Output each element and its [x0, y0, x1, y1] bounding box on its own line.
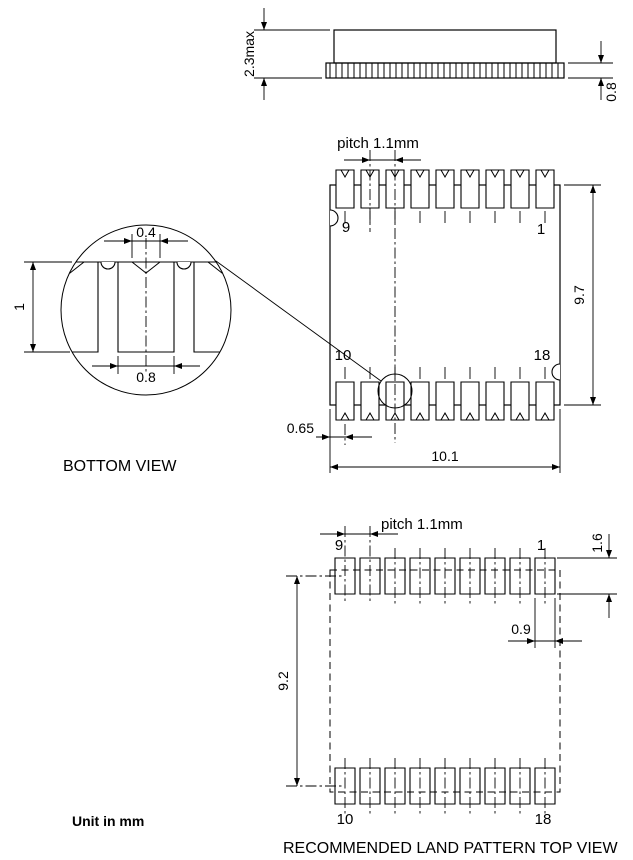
dim-pad-height: 1.6 [557, 533, 617, 618]
dim-body-height: 9.7 [564, 184, 601, 406]
detail-callout-circle [377, 373, 413, 409]
dim-lines [104, 234, 188, 258]
dim-pin-offset: 0.65 [287, 409, 372, 473]
dim-lp-pitch: pitch 1.1mm [320, 516, 463, 537]
index-notch-left [329, 209, 339, 227]
dim-lines [508, 598, 582, 648]
pin-1-label: 1 [537, 221, 545, 238]
dim-lead-height: 0.8 [568, 41, 619, 102]
lp-pitch-label: pitch 1.1mm [381, 516, 463, 533]
detail-circle-boundary [60, 224, 232, 396]
pin-width-label: 0.8 [136, 369, 156, 385]
body-width-label: 10.1 [431, 448, 458, 464]
lp-pin-1-label: 1 [537, 537, 545, 554]
dim-body-width: 10.1 [330, 409, 561, 473]
land-pattern-caption: RECOMMENDED LAND PATTERN TOP VIEW [283, 840, 618, 857]
lp-pin-10-label: 10 [337, 811, 354, 828]
pitch-label: pitch 1.1mm [337, 135, 419, 152]
body-height-label: 9.7 [571, 285, 587, 305]
bottom-view-title: BOTTOM VIEW [63, 458, 177, 475]
lp-pin-9-label: 9 [335, 537, 343, 554]
pad-width-label: 0.9 [511, 621, 531, 637]
dim-lines [254, 8, 330, 100]
pin-offset-label: 0.65 [287, 420, 314, 436]
pin-18-label: 18 [534, 347, 551, 364]
pin-length-label: 1 [11, 303, 27, 311]
detail-edge-relief-arcs [100, 261, 192, 270]
dim-pad-width: 0.9 [508, 598, 582, 648]
dim-arrowheads [527, 638, 563, 644]
bottom-pin-row [335, 381, 555, 421]
top-pad-centerlines [344, 526, 546, 604]
dim-lines [330, 409, 561, 473]
dim-lines [568, 41, 613, 100]
bottom-view: pitch 1.1mm 9 1 10 18 0.65 10.1 9.7 [287, 135, 601, 473]
top-pin-row [335, 169, 555, 209]
dim-pin-width: 0.8 [92, 356, 200, 385]
dim-pin-length: 1 [11, 261, 72, 353]
detail-leader-line [215, 260, 382, 382]
dim-pitch: pitch 1.1mm [337, 135, 421, 163]
lp-pin-18-label: 18 [535, 811, 552, 828]
row-pitch-label: 9.2 [275, 671, 291, 691]
dim-lines [24, 261, 72, 353]
notch-width-label: 0.4 [136, 224, 156, 240]
dim-arrowheads [322, 434, 353, 440]
pin-9-label: 9 [342, 219, 350, 236]
land-pattern-view: pitch 1.1mm 9 1 10 18 1.6 0.9 9.2 RECOMM… [275, 516, 618, 857]
index-notch-right [551, 363, 561, 381]
side-view-lead-strip [325, 62, 565, 79]
dim-lines [557, 534, 617, 618]
pad-height-label: 1.6 [589, 533, 605, 553]
package-height-label: 2.3max [241, 31, 257, 77]
dim-row-pitch: 9.2 [275, 575, 344, 787]
lead-height-label: 0.8 [603, 82, 619, 102]
side-view: 2.3max 0.8 [241, 8, 619, 102]
dim-lines [564, 184, 601, 406]
dim-notch-width: 0.4 [104, 224, 188, 258]
side-view-lead-hatch [329, 63, 559, 78]
pin-centerlines [344, 150, 396, 445]
pin-10-label: 10 [335, 347, 352, 364]
unit-note: Unit in mm [72, 813, 144, 829]
bottom-pad-centerlines [344, 758, 546, 814]
dim-arrowheads [598, 55, 604, 86]
dim-package-height: 2.3max [241, 8, 330, 100]
dim-extension-centerlines [286, 575, 344, 787]
